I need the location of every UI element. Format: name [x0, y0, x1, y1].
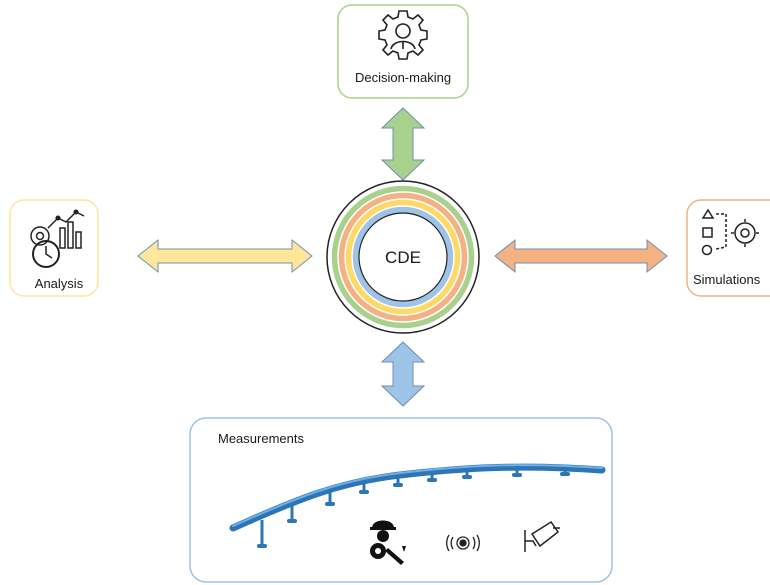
cde-label: CDE	[385, 248, 421, 267]
bridge-pier-foot	[512, 473, 522, 477]
bridge-pier-foot	[325, 502, 335, 506]
bridge-pier-foot	[359, 490, 369, 494]
analysis-box	[9, 199, 99, 297]
worker-tools-icon	[370, 520, 406, 565]
security-camera-icon	[524, 520, 560, 552]
decision-label: Decision-making	[355, 70, 451, 85]
analysis-label: Analysis	[35, 276, 84, 291]
gear-person-icon	[378, 10, 428, 60]
measurements-label: Measurements	[218, 431, 304, 446]
decision-box	[337, 4, 469, 99]
bridge-pier-foot	[287, 519, 297, 523]
bridge-pier-foot	[560, 472, 570, 476]
bridge-pier-foot	[393, 483, 403, 487]
cde-hub: CDE	[326, 180, 480, 334]
simulations-node: Simulations	[686, 199, 770, 297]
analytics-gear-clock-icon	[30, 209, 85, 268]
bridge-icon	[229, 463, 606, 548]
bridge-pier-foot	[427, 478, 437, 482]
left-double-arrow	[137, 238, 313, 274]
bridge-pier-foot	[462, 475, 472, 479]
decision-node: Decision-making	[337, 4, 469, 99]
right-double-arrow	[494, 238, 668, 274]
measurements-node: Measurements	[189, 417, 613, 583]
measurements-box	[189, 417, 613, 583]
bridge-pier-foot	[257, 544, 267, 548]
analysis-node: Analysis	[9, 199, 99, 297]
shapes-flow-gear-icon	[701, 208, 759, 256]
bottom-double-arrow	[380, 341, 426, 407]
wireless-sensor-icon	[446, 534, 480, 552]
simulations-label: Simulations	[693, 272, 761, 287]
top-double-arrow	[380, 107, 426, 181]
